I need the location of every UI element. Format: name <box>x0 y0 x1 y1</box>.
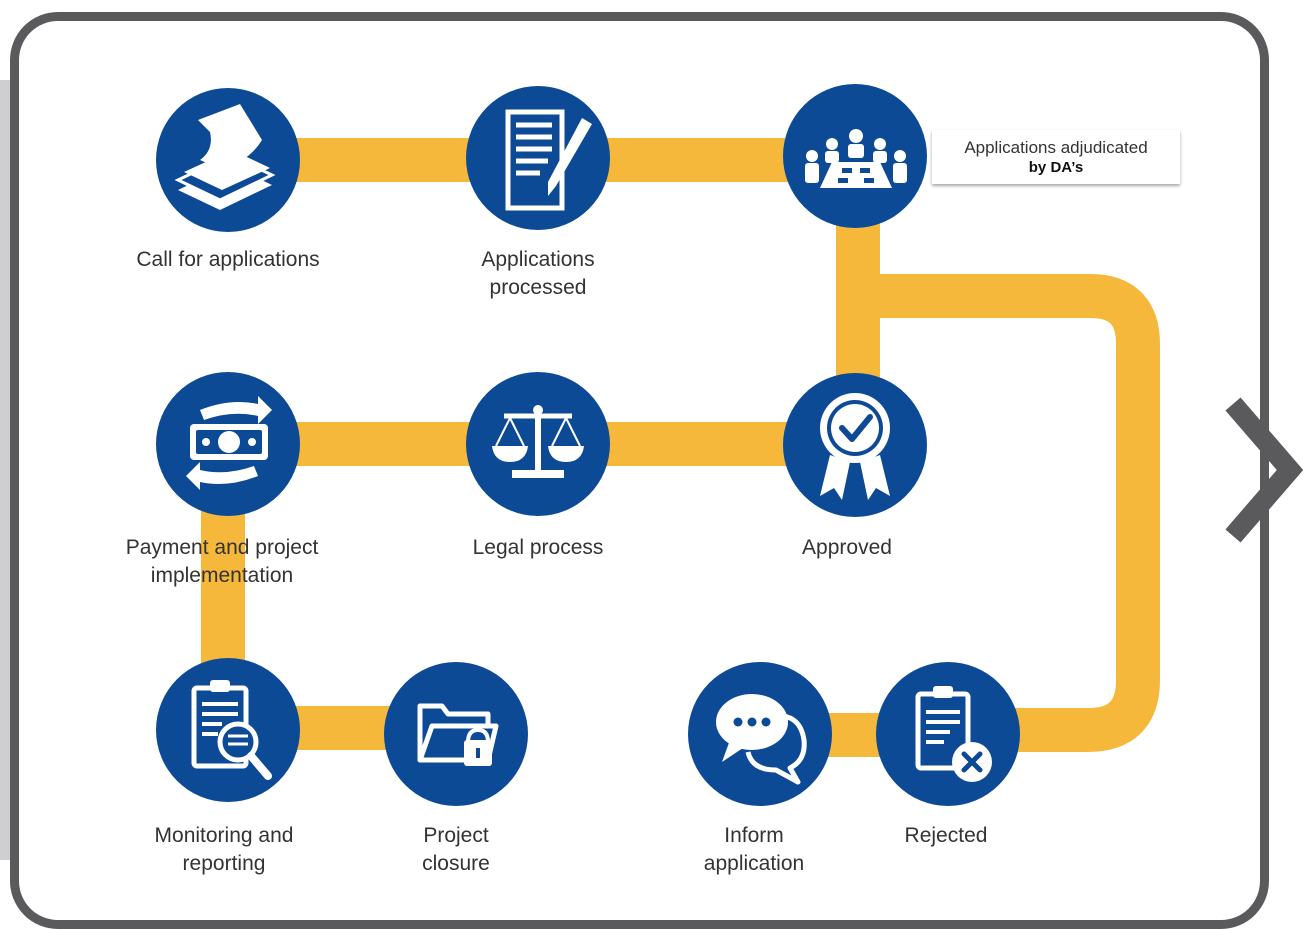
step-monitoring-reporting <box>156 658 300 802</box>
step-label-inform: Inform application <box>703 824 805 875</box>
step-legal-process <box>466 372 610 516</box>
step-rejected <box>876 662 1020 806</box>
connector-loop-to-rejected <box>858 274 1160 752</box>
step-inform-application <box>688 662 832 806</box>
step-label-payment: Payment and project implementation <box>125 536 319 587</box>
callout-line-1: Applications adjudicated <box>964 138 1148 157</box>
step-label-closure: Project closure <box>422 824 490 875</box>
chevron-right-icon[interactable] <box>1225 397 1304 543</box>
folder-lock-icon <box>417 703 499 766</box>
step-label-processed: Applications processed <box>481 248 595 299</box>
step-project-closure <box>384 662 528 806</box>
document-pen-icon <box>505 109 592 211</box>
award-ribbon-check-icon <box>820 393 890 500</box>
step-label-legal: Legal process <box>472 536 604 559</box>
step-label-approved: Approved <box>802 536 892 559</box>
meeting-table-icon <box>805 129 907 188</box>
callout-line-2: by DA’s <box>1028 159 1084 176</box>
step-call-for-applications <box>156 88 300 232</box>
step-label-monitoring: Monitoring and reporting <box>154 824 294 875</box>
clipboard-magnifier-icon <box>191 680 272 780</box>
clipboard-reject-icon <box>915 686 992 782</box>
money-transfer-icon <box>186 396 272 490</box>
step-label-call: Call for applications <box>136 248 320 271</box>
flow-connectors <box>201 138 1160 757</box>
step-applications-processed <box>466 86 610 230</box>
step-node-processed <box>466 86 610 230</box>
step-payment-implementation <box>156 372 300 516</box>
step-approved <box>783 373 927 517</box>
scales-icon <box>492 405 584 478</box>
step-applications-adjudicated <box>783 84 927 228</box>
step-label-rejected: Rejected <box>904 824 988 847</box>
papers-stack-icon <box>174 104 276 210</box>
adjudicated-callout: Applications adjudicated by DA’s <box>932 130 1180 184</box>
chat-bubbles-icon <box>716 694 807 785</box>
